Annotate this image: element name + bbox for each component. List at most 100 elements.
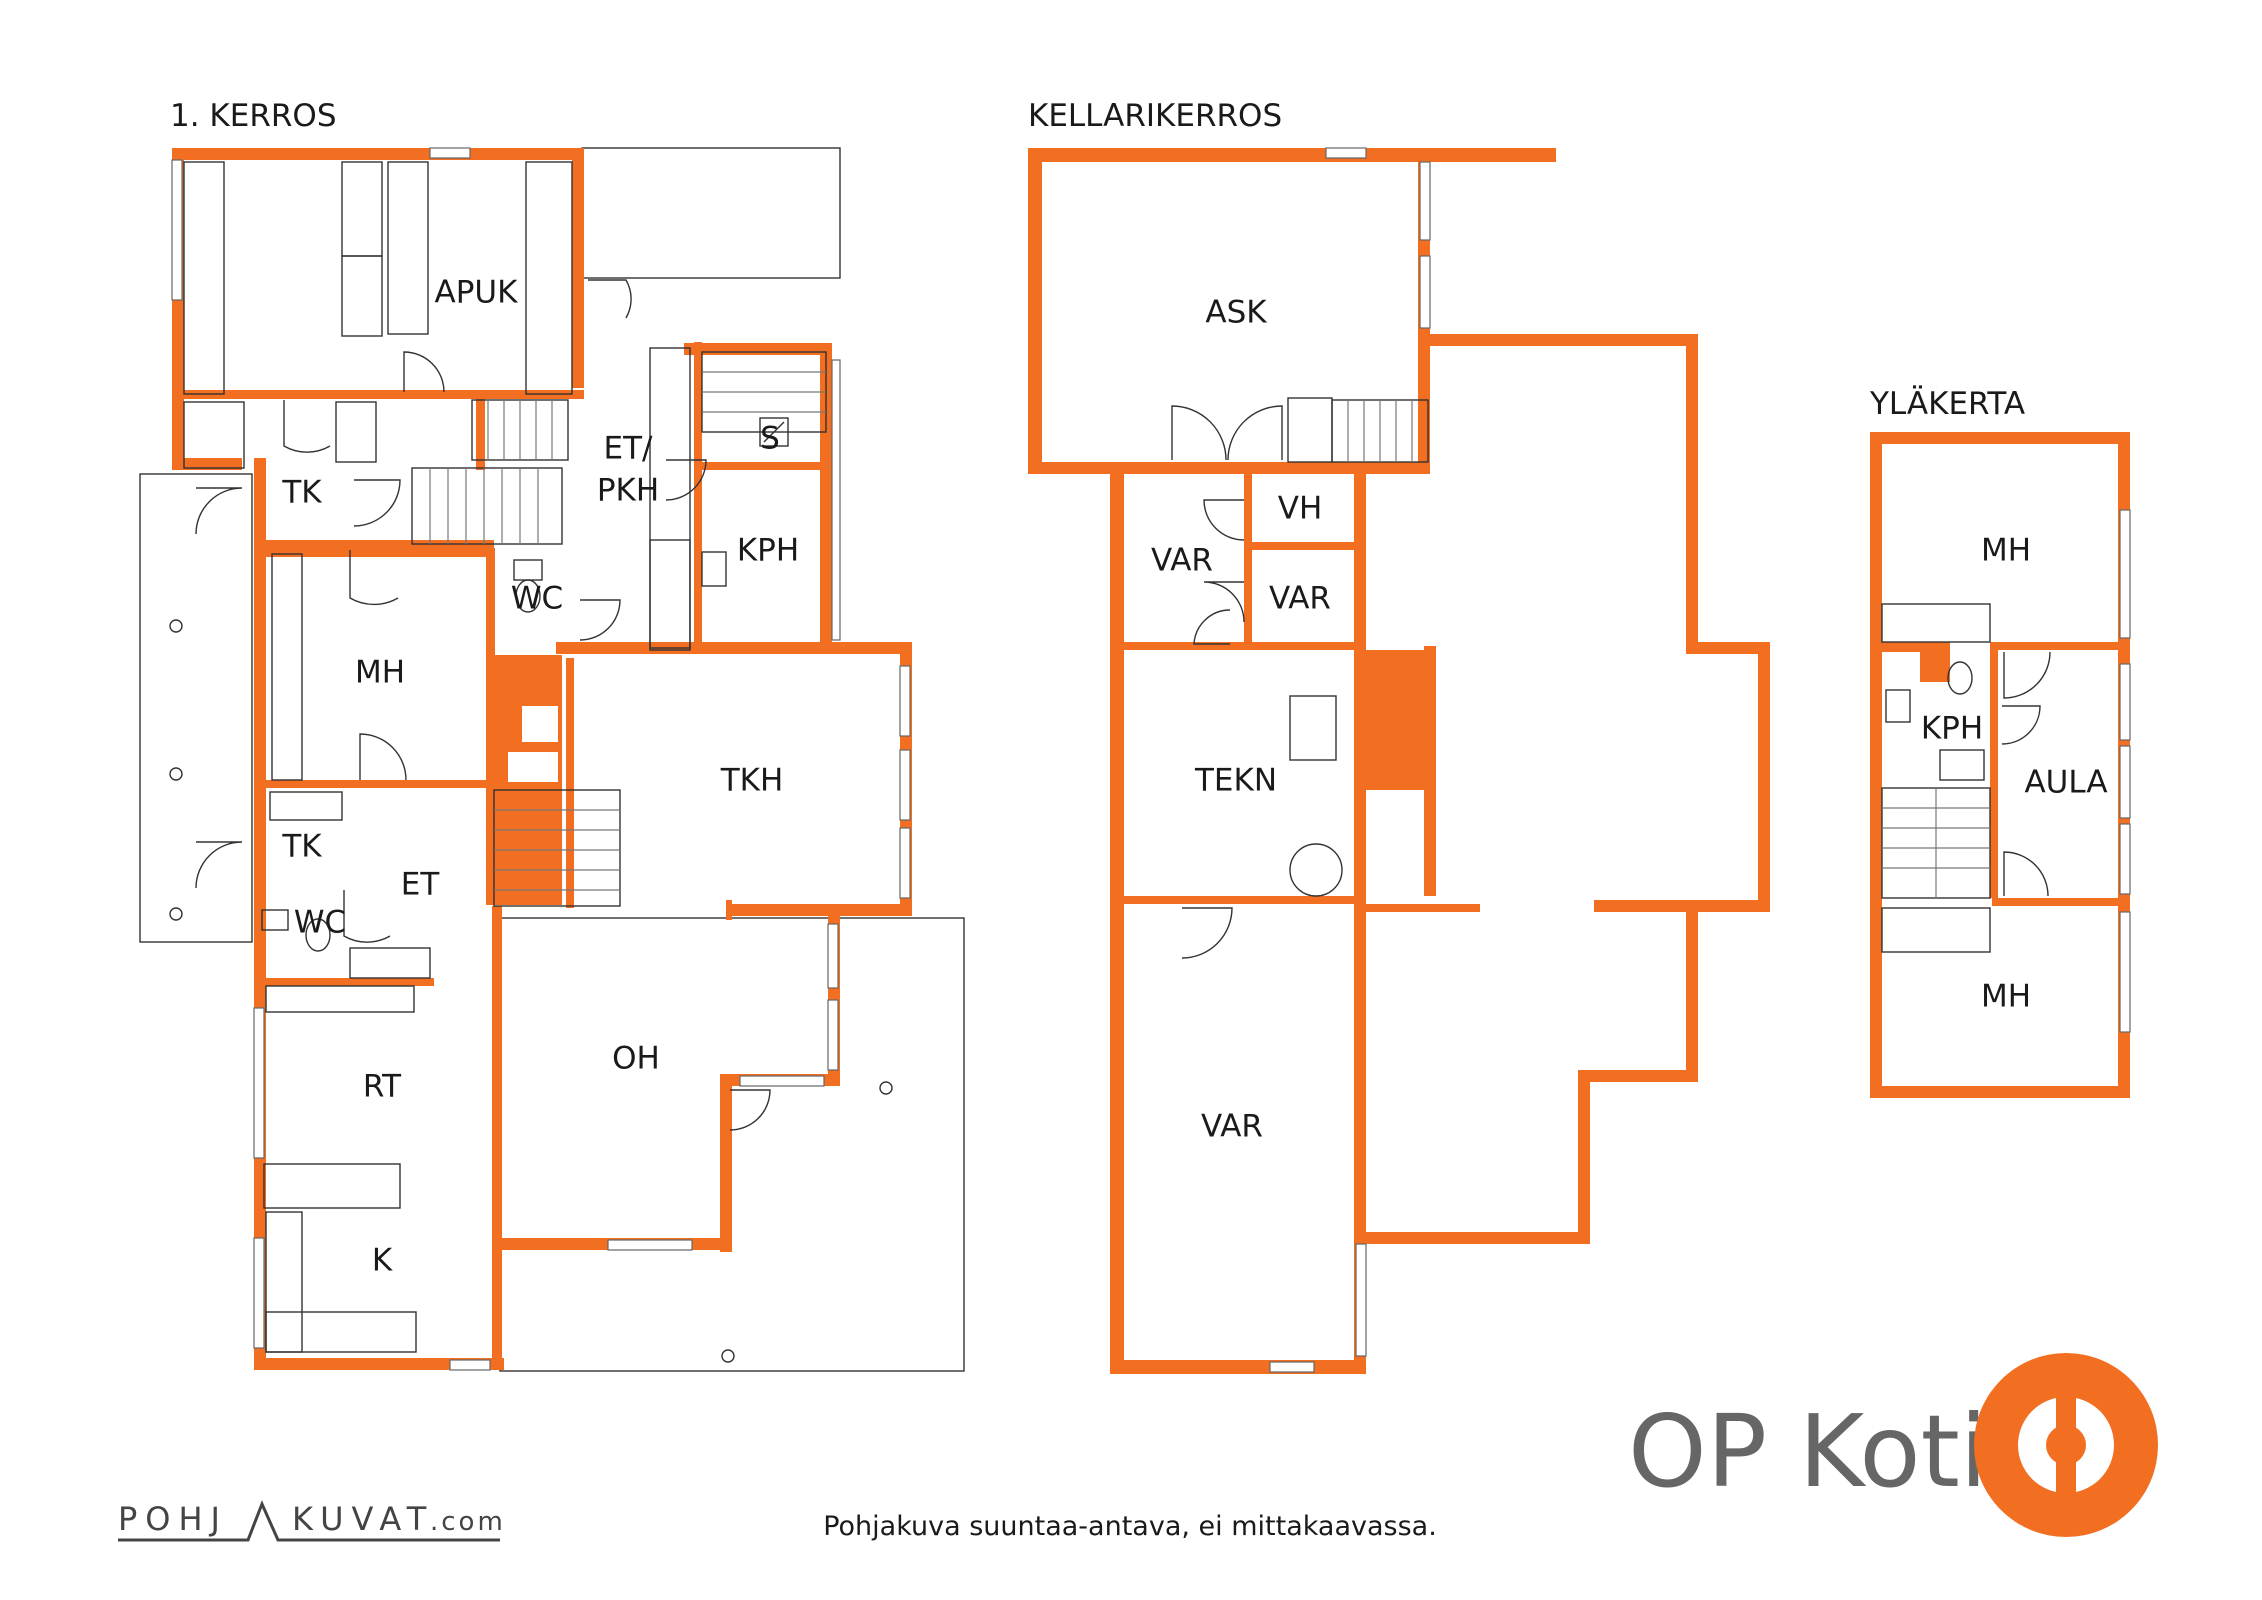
- wall: [254, 540, 494, 548]
- door-swing: [1171, 405, 1227, 461]
- wall: [1028, 462, 1430, 474]
- credit-tld: .com: [430, 1507, 506, 1537]
- window: [607, 1239, 693, 1251]
- room-label-var-1: VAR: [1151, 543, 1213, 579]
- door-swing: [1181, 907, 1233, 959]
- credit-right: KUVAT: [292, 1500, 434, 1538]
- stove-top: [341, 161, 383, 257]
- door-swing: [195, 841, 243, 889]
- window: [1355, 1243, 1367, 1357]
- kitchen-counter: [265, 1311, 417, 1353]
- wall: [172, 458, 242, 470]
- wall: [1578, 1070, 1590, 1244]
- door-swing: [729, 1089, 771, 1131]
- sink-icon: [261, 909, 289, 931]
- window: [827, 999, 839, 1071]
- window: [899, 749, 911, 821]
- wc-toilet-icon: [305, 918, 331, 952]
- water-heater: [1289, 843, 1343, 897]
- wall: [254, 545, 266, 1370]
- storage-shed-outline: [581, 147, 841, 279]
- staircase-main: [411, 467, 563, 545]
- closet: [649, 539, 691, 651]
- wall: [1028, 148, 1556, 162]
- wall: [254, 978, 434, 986]
- wall: [1686, 642, 1770, 654]
- basement-plan: ASK VH VAR VAR TEKN VAR: [1028, 147, 1770, 1374]
- wall: [1992, 642, 2130, 650]
- door-swing: [1193, 609, 1231, 645]
- sink-icon: [701, 551, 727, 587]
- wall: [254, 988, 262, 1008]
- wall: [1354, 904, 1480, 912]
- wardrobe: [1881, 603, 1991, 643]
- window: [1269, 1361, 1315, 1373]
- post-marker: [169, 767, 183, 781]
- wall: [696, 462, 826, 470]
- void: [1366, 474, 1426, 642]
- closet: [649, 347, 691, 649]
- wall: [172, 148, 582, 160]
- brand-name: OP Koti: [1628, 1393, 1988, 1510]
- room-label-mh: MH: [355, 655, 405, 691]
- kitchen-counter: [265, 1211, 303, 1353]
- staircase-upper: [1881, 787, 1991, 899]
- wall: [1250, 542, 1356, 550]
- window: [1325, 147, 1367, 159]
- wall: [572, 148, 584, 388]
- kitchen-island: [263, 1163, 401, 1209]
- wall: [1428, 334, 1698, 346]
- wall: [1244, 462, 1252, 650]
- sauna-stove-icon: [759, 417, 789, 447]
- wall: [1686, 910, 1698, 1078]
- door-swing: [343, 890, 391, 943]
- window: [429, 147, 471, 159]
- wall: [684, 343, 832, 355]
- counter: [265, 985, 415, 1013]
- wall: [254, 780, 494, 788]
- wall: [1992, 898, 2130, 906]
- room-label-tkh: TKH: [720, 763, 784, 799]
- wall: [1870, 642, 1950, 652]
- landing: [1287, 397, 1333, 463]
- credit-left: POHJ: [118, 1500, 228, 1538]
- title-first-floor: 1. KERROS: [170, 98, 337, 134]
- wall: [1990, 642, 1998, 898]
- room-label-tk-1: TK: [281, 475, 322, 511]
- staircase-basement: [1331, 399, 1429, 463]
- counter: [387, 161, 429, 335]
- wall: [1870, 1086, 2130, 1098]
- title-basement: KELLARIKERROS: [1028, 98, 1282, 134]
- room-label-kph-upper: KPH: [1921, 711, 1983, 747]
- credit-logo: POHJ KUVAT .com: [118, 1500, 506, 1542]
- window: [171, 159, 183, 301]
- wc-toilet-icon: [1947, 661, 1973, 695]
- post-marker: [169, 907, 183, 921]
- wall: [1594, 900, 1770, 912]
- shower-icon: [1939, 749, 1985, 781]
- room-label-et-pkh: ET/: [604, 431, 654, 467]
- wall: [172, 390, 584, 399]
- window: [2119, 745, 2131, 819]
- wall: [726, 904, 912, 916]
- door-swing: [349, 550, 399, 606]
- room-label-ask: ASK: [1205, 295, 1267, 331]
- first-floor-plan: APUK ET/ PKH S TK KPH WC MH TKH TK ET WC…: [139, 147, 965, 1372]
- window: [449, 1359, 491, 1371]
- room-label-tk-2: TK: [281, 829, 322, 865]
- window: [831, 359, 841, 641]
- wall: [254, 1358, 504, 1370]
- room-label-vh: VH: [1278, 491, 1323, 527]
- door-swing: [403, 351, 445, 393]
- room-label-et-pkh-2: PKH: [597, 473, 659, 509]
- wall: [1424, 646, 1436, 896]
- boiler-unit: [1289, 695, 1337, 761]
- shelf: [349, 947, 431, 979]
- staircase-upper-landing: [471, 399, 569, 461]
- room-label-aula: AULA: [2024, 765, 2107, 801]
- wall: [1870, 432, 2130, 444]
- fireplace-slot: [508, 752, 558, 782]
- room-label-rt: RT: [363, 1069, 402, 1105]
- cabinet: [183, 401, 245, 469]
- window: [253, 1007, 265, 1159]
